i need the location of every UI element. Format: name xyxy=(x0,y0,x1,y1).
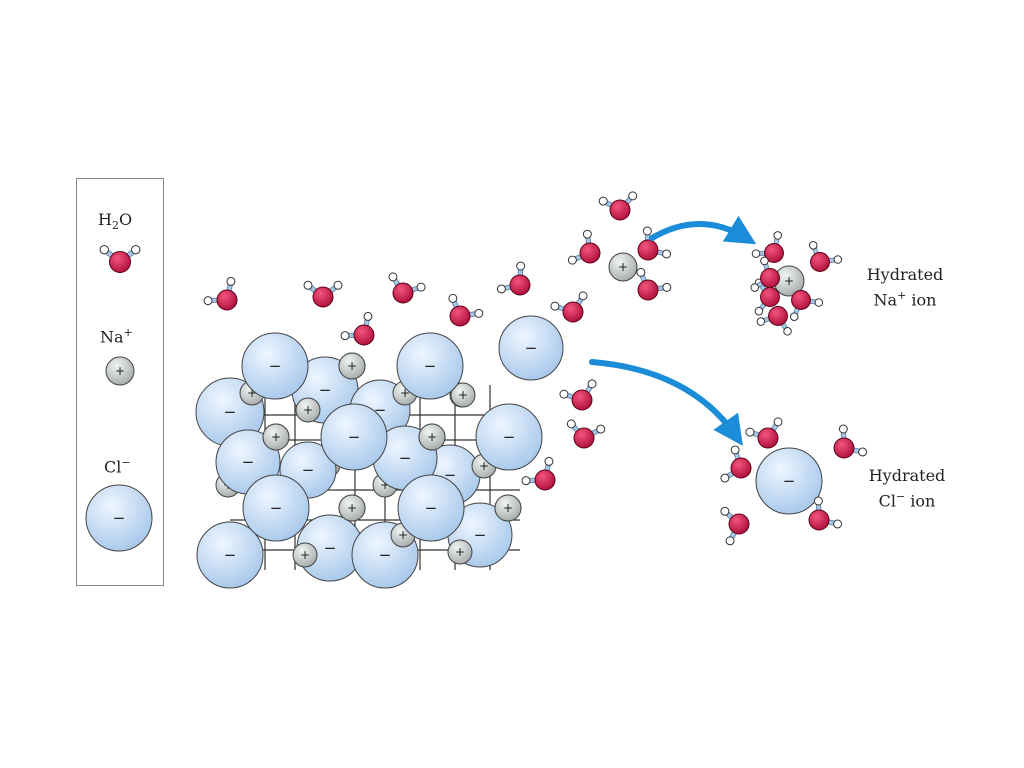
sodium-ion: + xyxy=(338,494,366,522)
water-molecule xyxy=(720,445,752,483)
free-chloride-ion: − xyxy=(498,315,564,381)
ion-layer: +−−−−−−−−−+++++++++++−−−++++++−−−−−−++++… xyxy=(85,252,823,589)
hydrated-chloride-ion: − xyxy=(755,447,823,515)
negative-charge-symbol: − xyxy=(503,428,516,446)
positive-charge-symbol: + xyxy=(115,364,125,378)
negative-charge-symbol: − xyxy=(424,357,437,375)
positive-charge-symbol: + xyxy=(247,386,257,400)
legend-box xyxy=(76,178,164,586)
water-molecule xyxy=(751,231,784,263)
positive-charge-symbol: + xyxy=(458,388,468,402)
water-molecule xyxy=(636,267,672,301)
water-molecule xyxy=(750,256,780,292)
legend-sodium-label: Na+ xyxy=(100,326,133,347)
positive-charge-symbol: + xyxy=(300,548,310,562)
positive-charge-symbol: + xyxy=(400,386,410,400)
negative-charge-symbol: − xyxy=(270,499,283,517)
chloride-ion: − xyxy=(241,332,309,400)
water-molecule xyxy=(559,379,597,411)
water-molecule xyxy=(521,456,556,491)
sodium-ion: + xyxy=(295,397,321,423)
positive-charge-symbol: + xyxy=(455,545,465,559)
water-molecule xyxy=(203,276,238,311)
water-molecule xyxy=(550,291,588,323)
negative-charge-symbol: − xyxy=(525,339,538,357)
chloride-ion: − xyxy=(397,474,465,542)
negative-charge-symbol: − xyxy=(324,539,337,557)
positive-charge-symbol: + xyxy=(398,528,408,542)
water-layer xyxy=(99,191,868,546)
sodium-ion: + xyxy=(338,352,366,380)
positive-charge-symbol: + xyxy=(503,501,513,515)
water-molecule xyxy=(303,280,343,308)
negative-charge-symbol: − xyxy=(302,461,315,479)
chloride-ion: − xyxy=(320,403,388,471)
negative-charge-symbol: − xyxy=(242,453,255,471)
water-molecule xyxy=(637,226,672,261)
sodium-ion: + xyxy=(450,382,476,408)
free-sodium-ion: + xyxy=(608,252,638,282)
water-molecule xyxy=(388,272,426,304)
negative-charge-symbol: − xyxy=(399,449,412,467)
negative-charge-symbol: − xyxy=(348,428,361,446)
negative-charge-symbol: − xyxy=(224,546,237,564)
hydrated-cl-caption: Hydrated Cl− ion xyxy=(868,466,946,511)
sodium-ion: + xyxy=(447,539,473,565)
chloride-ion: − xyxy=(396,332,464,400)
water-molecule xyxy=(808,496,843,531)
positive-charge-symbol: + xyxy=(618,260,628,274)
sodium-ion: + xyxy=(262,423,290,451)
negative-charge-symbol: − xyxy=(113,509,126,527)
negative-charge-symbol: − xyxy=(319,381,332,399)
water-molecule xyxy=(789,290,824,321)
chloride-ion: − xyxy=(242,474,310,542)
hydrated-na-caption: Hydrated Na+ ion xyxy=(866,265,944,310)
chloride-ion: − xyxy=(475,403,543,471)
sodium-ion: + xyxy=(292,542,318,568)
water-molecule xyxy=(340,311,375,346)
water-molecule xyxy=(756,306,792,336)
sodium-ion: + xyxy=(494,494,522,522)
negative-charge-symbol: − xyxy=(425,499,438,517)
negative-charge-symbol: − xyxy=(269,357,282,375)
negative-charge-symbol: − xyxy=(474,526,487,544)
arrow-to-hydrated-cl xyxy=(589,359,743,446)
positive-charge-symbol: + xyxy=(784,274,794,288)
positive-charge-symbol: + xyxy=(303,403,313,417)
positive-charge-symbol: + xyxy=(427,430,437,444)
positive-charge-symbol: + xyxy=(479,459,489,473)
water-molecule xyxy=(833,424,868,459)
chloride-ion: − xyxy=(296,514,364,582)
chloride-ion: − xyxy=(196,521,264,589)
water-molecule xyxy=(448,293,484,327)
water-molecule xyxy=(99,244,141,273)
water-molecule xyxy=(496,261,531,296)
legend-sodium-icon: + xyxy=(105,356,135,386)
legend-water-label: H2O xyxy=(98,210,133,233)
negative-charge-symbol: − xyxy=(379,546,392,564)
positive-charge-symbol: + xyxy=(380,478,390,492)
positive-charge-symbol: + xyxy=(271,430,281,444)
water-molecule xyxy=(808,241,843,272)
legend-chloride-label: Cl− xyxy=(104,456,131,477)
water-molecule xyxy=(567,229,601,265)
water-molecule xyxy=(745,417,783,449)
positive-charge-symbol: + xyxy=(347,501,357,515)
negative-charge-symbol: − xyxy=(224,403,237,421)
arrow-to-hydrated-na xyxy=(649,215,757,245)
water-molecule xyxy=(598,191,638,221)
legend-chloride-icon: − xyxy=(85,484,153,552)
water-molecule xyxy=(720,506,750,546)
water-molecule xyxy=(566,419,606,449)
sodium-ion: + xyxy=(418,423,446,451)
positive-charge-symbol: + xyxy=(347,359,357,373)
negative-charge-symbol: − xyxy=(783,472,796,490)
